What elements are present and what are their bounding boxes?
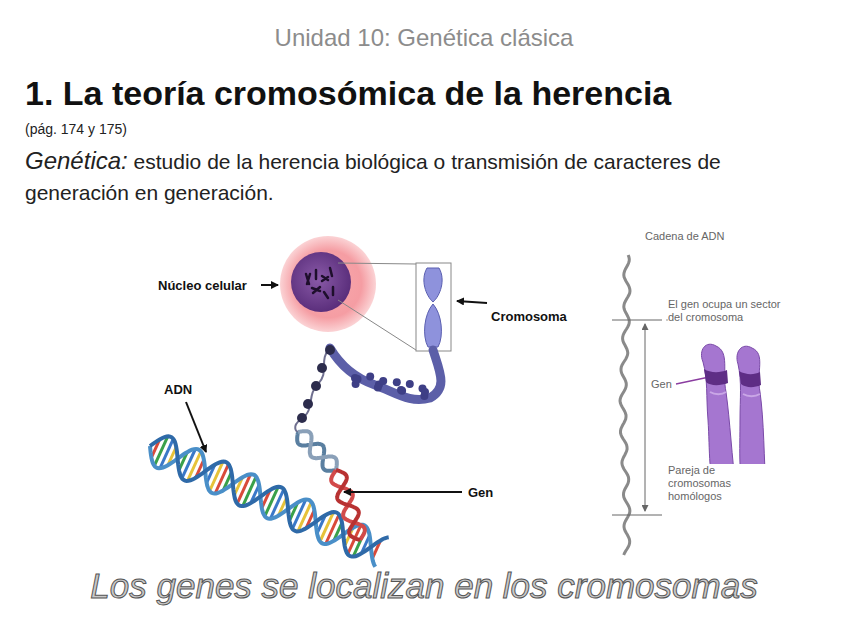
fibre-coil [393,378,401,386]
definition: Genética: estudio de la herencia biológi… [25,145,815,208]
nucleosome [303,399,313,409]
dna-chain [620,255,630,555]
cell [280,236,376,332]
fibre-coil [374,384,382,392]
fibre-coil [366,373,374,381]
part-label: Gen [650,378,673,391]
caption: Los genes se localizan en los cromosomas [0,566,848,606]
unit-heading: Unidad 10: Genética clásica [0,24,848,52]
nucleosome [297,413,307,423]
chromosome-symbol [424,268,442,347]
nucleosome [317,363,327,373]
page-reference: (pág. 174 y 175) [25,121,127,137]
dna-helix [150,431,389,567]
nucleus-chromosomes [306,268,333,298]
coiled-fibre [330,348,441,400]
definition-text: estudio de la herencia biológica o trans… [25,150,721,204]
dna-strand [150,446,375,567]
dna-strand [331,470,365,540]
note: Pareja de cromosomas homólogos [668,464,768,503]
dna-strand [336,470,360,540]
zoom-line [338,263,416,264]
dna-strand [297,432,336,471]
fibre-coil [406,380,414,388]
fibre-coil [379,377,387,385]
leader-arrow [186,402,206,452]
fibre-coil [397,386,405,394]
fibre-coil [421,388,429,396]
leader-arrow [457,301,487,303]
bracket-tick [612,320,662,321]
leader-arrow [344,491,462,493]
part-label: Cadena de ADN [645,230,725,243]
bracket-tick [612,515,662,516]
nucleosome [325,345,335,355]
dna-strand [150,436,389,556]
part-label: Gen [468,485,493,500]
definition-term: Genética: [25,147,128,174]
zoom-box [416,263,451,351]
leader-arrow [261,284,278,286]
part-label: Núcleo celular [158,278,247,293]
dna-strand [298,431,337,470]
chromatin-thread [295,348,330,432]
part-label: ADN [164,382,192,397]
part-label: Cromosoma [491,309,567,324]
note: El gen ocupa un sector del cromosoma [668,298,793,324]
chromatin-fibre [295,345,441,432]
zoom-line [338,300,416,350]
bracket [645,324,646,511]
slide-title: 1. La teoría cromosómica de la herencia [25,74,671,113]
nucleosome [311,381,321,391]
fibre-coil [354,375,362,383]
